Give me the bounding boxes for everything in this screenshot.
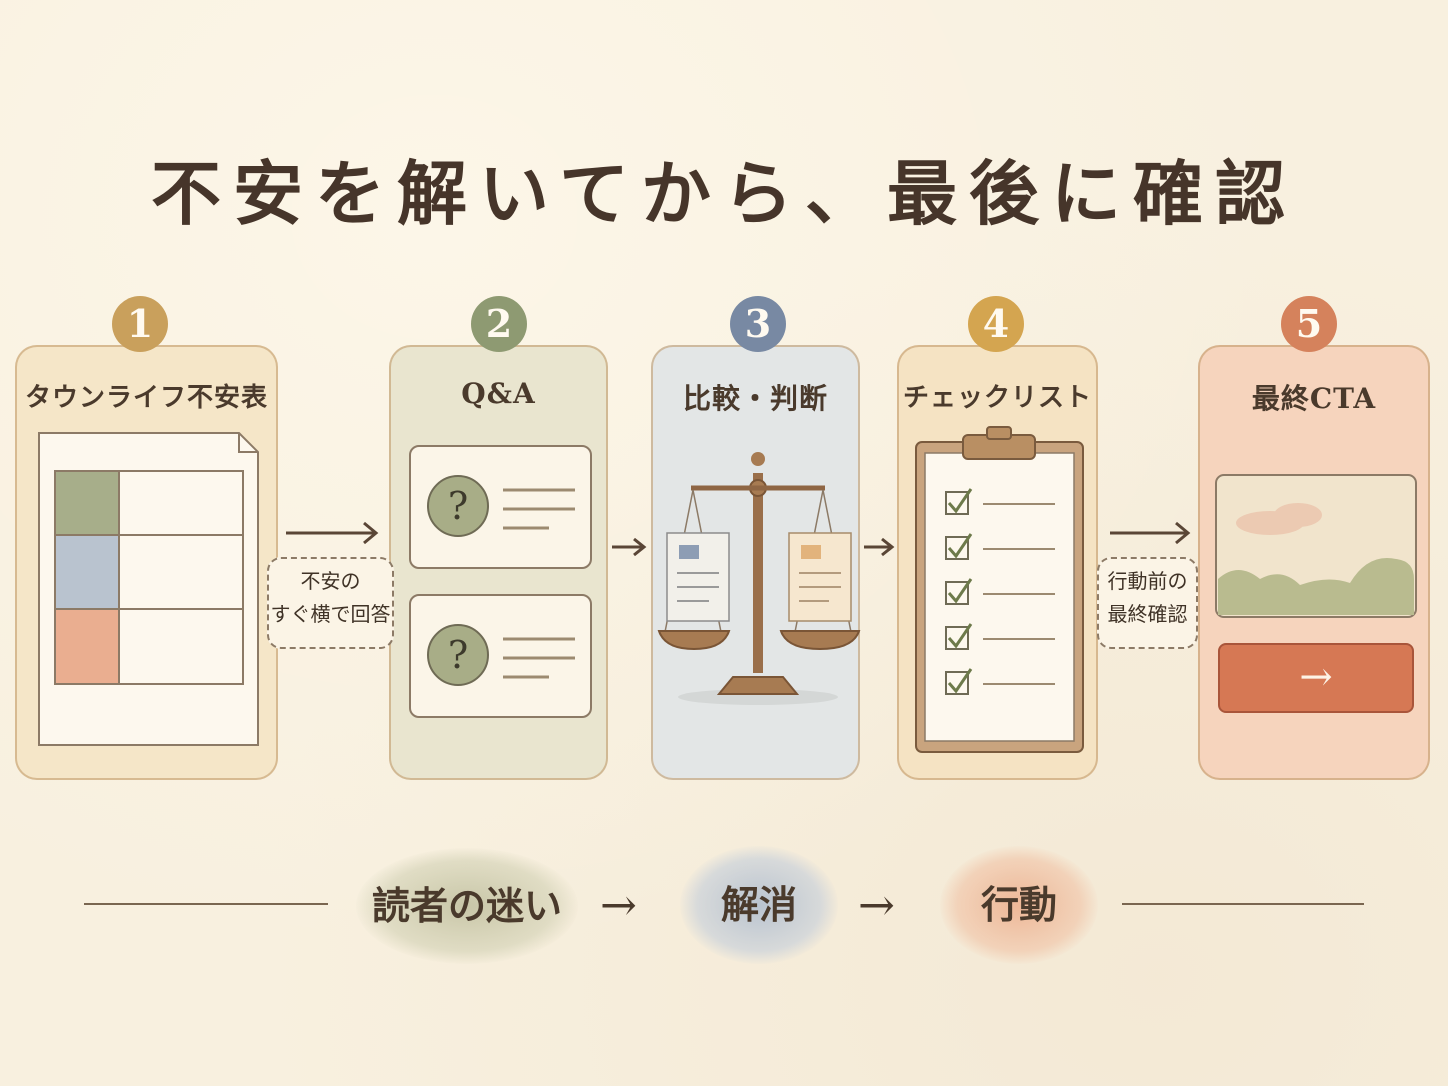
note2-line1: 行動前の [1107,569,1188,593]
question-icon: ? [427,475,489,537]
question-icon: ? [427,624,489,686]
step-label-2: Q&A [461,377,536,410]
flow-stage-action: 行動 [940,846,1098,964]
flow-stage-resolution: 解消 [680,846,838,964]
step-badge-1: 1 [112,296,168,352]
flow-stage-confusion: 読者の迷い [356,848,578,964]
step-badge-3: 3 [730,296,786,352]
cta-button[interactable]: → [1218,643,1414,713]
step-label-3: 比較・判断 [682,382,828,415]
balance-scale-icon [657,452,861,705]
qa-item-1: ? [409,445,592,569]
step-label-5: 最終CTA [1251,382,1377,415]
arrow-right-icon: → [1299,654,1333,700]
qa-item-2: ? [409,594,592,718]
flow-arrow-2: → [858,880,895,931]
note1-line2: すぐ横で回答 [270,602,391,626]
flow-stage2-label: 解消 [720,882,797,927]
step-label-1: タウンライフ不安表 [24,383,268,413]
note-final-check: 行動前の 最終確認 [1097,557,1198,649]
answer-lines [503,488,575,530]
step-badge-2: 2 [471,296,527,352]
anxiety-table-sheet [38,432,259,746]
page-title: 不安を解いてから、最後に確認 [151,152,1297,235]
step-card-4: チェックリスト [897,345,1098,780]
flow-arrow-1: → [600,880,637,931]
step-card-1: タウンライフ不安表 [15,345,278,780]
step-badge-5: 5 [1281,296,1337,352]
step-card-2: Q&A ? ? [389,345,608,780]
step-label-4: チェックリスト [902,383,1092,413]
answer-lines [503,637,575,679]
note2-line2: 最終確認 [1107,602,1188,626]
question-glyph: ? [447,633,469,677]
step-badge-4: 4 [968,296,1024,352]
note-answer-nearby: 不安の すぐ横で回答 [267,557,394,649]
clipboard-checklist-icon [915,426,1084,753]
step-card-5: 最終CTA → [1198,345,1430,780]
flow-stage1-label: 読者の迷い [371,883,562,928]
question-glyph: ? [447,484,469,528]
flow-stage3-label: 行動 [980,882,1057,927]
step-card-3: 比較・判断 [651,345,861,780]
landscape-image-icon [1215,474,1417,618]
note1-line1: 不安の [300,569,361,593]
